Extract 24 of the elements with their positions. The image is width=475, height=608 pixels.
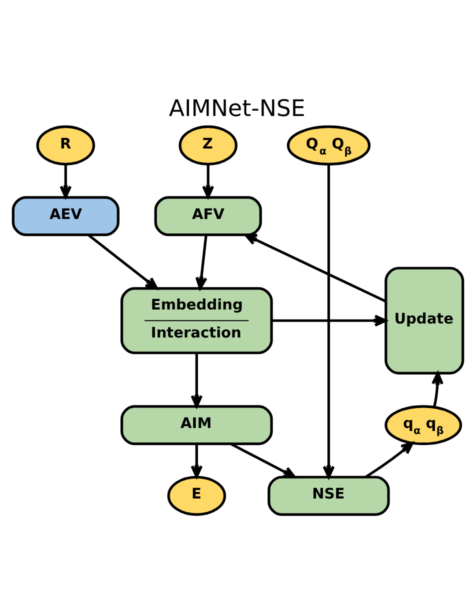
node-box: AFV	[154, 196, 262, 236]
arrow	[431, 372, 443, 408]
arrow	[59, 164, 72, 198]
node-box: Embedding Interaction	[120, 287, 272, 354]
node-box: NSE	[267, 476, 390, 516]
diagram-title: AIMNet-NSE	[168, 96, 305, 122]
node-box: AIM	[120, 405, 272, 446]
arrow	[322, 164, 334, 478]
node-ellipse: Q$_{α}$ Q$_{β}$	[286, 125, 370, 166]
node-box: AEV	[11, 196, 119, 236]
node-ellipse: q$_{α}$ q$_{β}$	[384, 405, 462, 446]
arrow	[271, 314, 386, 327]
node-box: Update	[384, 266, 464, 374]
arrow	[87, 234, 158, 290]
arrow	[190, 444, 202, 478]
arrow	[190, 352, 202, 408]
arrow	[364, 442, 414, 478]
arrow	[202, 164, 214, 198]
node-ellipse: Z	[178, 125, 237, 166]
arrow	[194, 234, 207, 290]
arrow	[230, 442, 296, 478]
node-ellipse: E	[166, 476, 226, 516]
node-ellipse: R	[36, 125, 95, 166]
arrow	[244, 234, 386, 302]
